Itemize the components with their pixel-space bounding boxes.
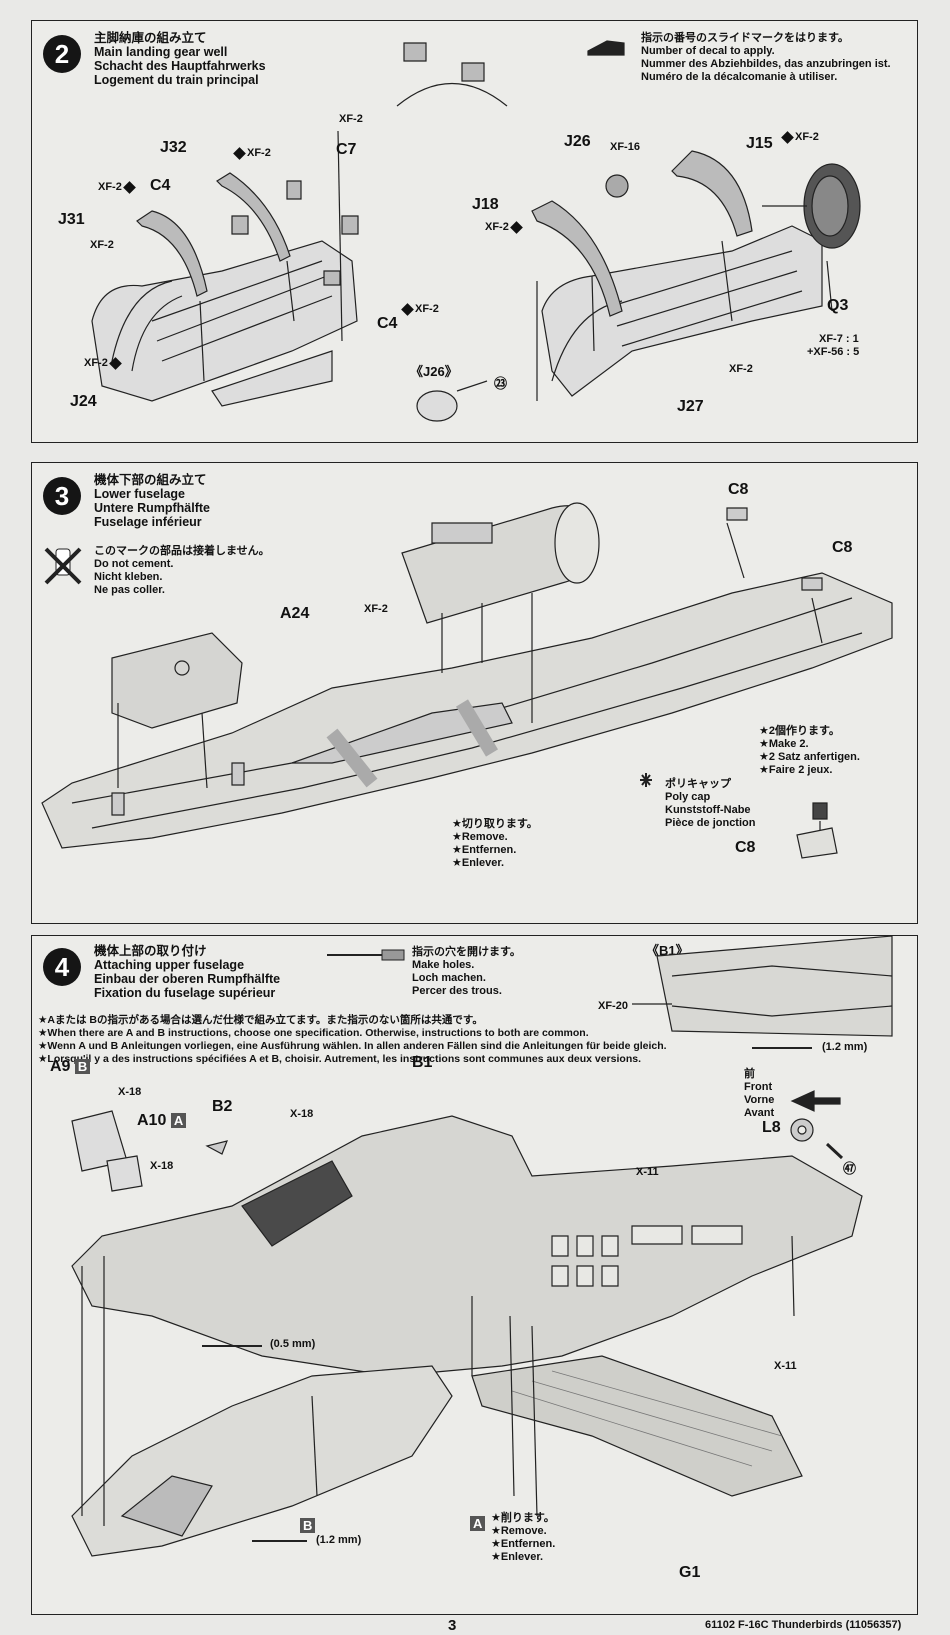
hole-12-b1: (1.2 mm) xyxy=(822,1041,868,1053)
paint-xf2-j27: XF-2 xyxy=(729,363,753,375)
spec-b-badge: B xyxy=(74,1059,91,1074)
part-j27: J27 xyxy=(677,398,704,415)
decal-note: 指示の番号のスライドマークをはります。 Number of decal to a… xyxy=(641,32,891,83)
step-number-badge: 3 xyxy=(43,477,81,515)
page-number: 3 xyxy=(448,1617,457,1634)
step-number-badge: 2 xyxy=(43,35,81,73)
remove-note: ★削ります。 ★Remove. ★Entfernen. ★Enlever. xyxy=(491,1512,556,1563)
part-a9: A9 B xyxy=(50,1058,91,1076)
part-b2: B2 xyxy=(212,1098,233,1115)
part-j26: J26 xyxy=(564,133,591,150)
step-title: 機体下部の組み立て Lower fuselage Untere Rumpfhäl… xyxy=(94,473,210,529)
part-g1: G1 xyxy=(679,1564,701,1581)
hole-05: (0.5 mm) xyxy=(270,1338,316,1350)
step-title: 機体上部の取り付け Attaching upper fuselage Einba… xyxy=(94,944,281,1000)
front-arrow-icon xyxy=(792,1091,840,1111)
part-c7: C7 xyxy=(336,141,357,158)
paint-x11-bottom: X-11 xyxy=(774,1360,797,1372)
step-3-illustration xyxy=(32,463,916,923)
paint-xf2-j32: XF-2 xyxy=(232,146,271,160)
step-4-illustration xyxy=(32,936,916,1612)
part-a24: A24 xyxy=(280,605,310,622)
paint-xf16: XF-16 xyxy=(610,141,640,153)
title-fr: Logement du train principal xyxy=(94,73,259,87)
part-c4-left: C4 xyxy=(150,177,171,194)
paint-x11-top: X-11 xyxy=(636,1166,659,1178)
part-c8-right: C8 xyxy=(832,539,853,556)
part-j31: J31 xyxy=(58,211,85,228)
step-title: 主脚納庫の組み立て Main landing gear well Schacht… xyxy=(94,31,266,87)
paint-q3-mix1: XF-7 : 1 xyxy=(819,333,859,345)
part-j15: J15 xyxy=(746,135,773,152)
drill-icon xyxy=(327,949,405,961)
no-cement-note: このマークの部品は接着しません。 Do not cement. Nicht kl… xyxy=(94,545,270,596)
spec-b-badge-lower: B xyxy=(300,1518,316,1533)
paint-x18-a9: X-18 xyxy=(118,1086,142,1098)
paint-marker-icon xyxy=(401,302,414,316)
part-j18: J18 xyxy=(472,196,499,213)
decal-47: ㊼ xyxy=(843,1161,857,1176)
paint-xf2-j24: XF-2 xyxy=(84,356,123,370)
paint-q3-mix2: +XF-56 : 5 xyxy=(807,346,860,358)
step-2-panel: 2 主脚納庫の組み立て Main landing gear well Schac… xyxy=(31,20,918,443)
make-holes-note: 指示の穴を開けます。 Make holes. Loch machen. Perc… xyxy=(412,946,521,997)
remove-note: ★切り取ります。 ★Remove. ★Entfernen. ★Enlever. xyxy=(452,818,538,869)
title-jp: 主脚納庫の組み立て xyxy=(94,31,207,45)
spec-a-badge-lower: A xyxy=(470,1516,486,1531)
product-code: 61102 F-16C Thunderbirds (11056357) xyxy=(705,1619,902,1631)
step-number-badge: 4 xyxy=(43,948,81,986)
part-c8-polycap: C8 xyxy=(735,839,756,856)
title-en: Main landing gear well xyxy=(94,45,228,59)
step-3-panel: 3 機体下部の組み立て Lower fuselage Untere Rumpfh… xyxy=(31,462,918,924)
paint-xf2: XF-2 xyxy=(364,603,388,615)
poly-cap-note: ポリキャップ Poly cap Kunststoff-Nabe Pièce de… xyxy=(665,778,756,829)
paint-xf2-c4b: XF-2 xyxy=(400,302,439,316)
paint-x18-b2: X-18 xyxy=(290,1108,314,1120)
paint-marker-icon xyxy=(108,356,122,370)
paint-xf2-j15: XF-2 xyxy=(780,130,819,144)
part-j32: J32 xyxy=(160,139,187,156)
step-4-panel: 4 機体上部の取り付け Attaching upper fuselage Ein… xyxy=(31,935,918,1615)
no-cement-icon xyxy=(44,547,82,585)
paint-xf2-j31: XF-2 xyxy=(90,239,114,251)
paint-x18-a10: X-18 xyxy=(150,1160,174,1172)
part-c8-top: C8 xyxy=(728,481,749,498)
poly-cap-icon xyxy=(640,773,652,787)
paint-marker-icon xyxy=(509,220,523,234)
part-q3: Q3 xyxy=(827,297,849,314)
part-b1: B1 xyxy=(412,1054,433,1071)
part-l8: L8 xyxy=(762,1119,781,1136)
paint-marker-icon xyxy=(122,180,136,194)
paint-xf2-c4: XF-2 xyxy=(98,180,137,194)
paint-xf20: XF-20 xyxy=(598,1000,628,1012)
spec-a-badge: A xyxy=(170,1113,187,1128)
part-c4-right: C4 xyxy=(377,315,398,332)
decal-arrow-icon xyxy=(588,41,624,55)
decal-23: ㉓ xyxy=(494,376,508,391)
paint-marker-icon xyxy=(233,146,246,160)
part-j24: J24 xyxy=(70,393,97,410)
make-2-note: ★2個作ります。 ★Make 2. ★2 Satz anfertigen. ★F… xyxy=(759,725,860,776)
front-label: 前 Front Vorne Avant xyxy=(744,1068,775,1119)
detail-j26: 《J26》 xyxy=(410,364,458,379)
spec-note: ★Aまたは Bの指示がある場合は選んだ仕様で組み立てます。また指示のない箇所は共… xyxy=(38,1014,667,1065)
paint-xf2-c7: XF-2 xyxy=(339,113,363,125)
title-de: Schacht des Hauptfahrwerks xyxy=(94,59,266,73)
paint-marker-icon xyxy=(781,130,794,144)
part-a10: A10 A xyxy=(137,1112,187,1130)
hole-12-lower: (1.2 mm) xyxy=(316,1534,362,1546)
paint-xf2-j18: XF-2 xyxy=(485,220,524,234)
step-2-illustration xyxy=(32,21,916,441)
